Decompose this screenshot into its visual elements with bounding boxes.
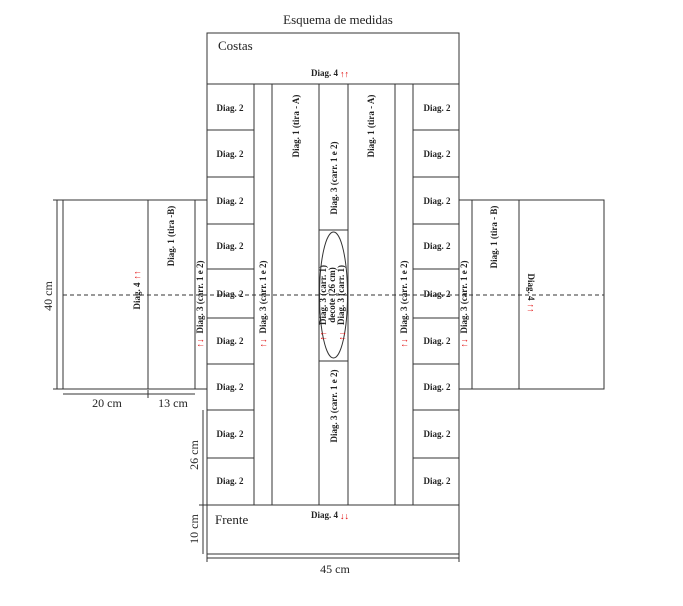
- diag2-right-8: Diag. 2: [424, 429, 452, 439]
- diag2-left-8: Diag. 2: [217, 429, 245, 439]
- diag2-left-3: Diag. 2: [217, 196, 245, 206]
- neckline-arrows-left: ↑↑: [318, 332, 328, 341]
- diagram-title: Esquema de medidas: [283, 12, 393, 27]
- diag3-carr1-left: Diag. 3 (carr. 1): [318, 265, 328, 325]
- diag3-strip-2-arrows: ↑↓: [258, 339, 268, 348]
- diag4-right-arrows: ↑↑: [526, 304, 536, 313]
- diag2-right-6: Diag. 2: [424, 336, 452, 346]
- dim-width-total: 45 cm: [320, 562, 350, 576]
- diag4-right-label: Diag. 4: [526, 274, 536, 302]
- diag2-right-3: Diag. 2: [424, 196, 452, 206]
- diag4-top-label: Diag. 4: [311, 68, 339, 78]
- diag2-left-4: Diag. 2: [217, 241, 245, 251]
- main-body-outline: [206, 32, 460, 555]
- diag2-right-9: Diag. 2: [424, 476, 452, 486]
- diag1-tira-b-right: Diag. 1 (tira - B): [489, 206, 499, 269]
- diag2-right-1: Diag. 2: [424, 103, 452, 113]
- neckline-ellipse: [319, 231, 348, 359]
- back-label: Costas: [218, 38, 253, 53]
- diag2-left-6: Diag. 2: [217, 336, 245, 346]
- diag4-bottom-arrows: ↓↓: [340, 511, 349, 521]
- diag3-center-bottom: Diag. 3 (carr. 1 e 2): [329, 370, 339, 443]
- diag2-right-5: Diag. 2: [424, 289, 452, 299]
- dim-width-strip: 13 cm: [158, 396, 188, 410]
- diag2-left-2: Diag. 2: [217, 149, 245, 159]
- diag2-right-7: Diag. 2: [424, 382, 452, 392]
- diag2-right-4: Diag. 2: [424, 241, 452, 251]
- diag2-right-2: Diag. 2: [424, 149, 452, 159]
- diag3-strip-3-arrows: ↑↓: [399, 339, 409, 348]
- diag4-bottom-label: Diag. 4: [311, 510, 339, 520]
- diag3-strip-3: Diag. 3 (carr. 1 e 2): [399, 261, 409, 334]
- diag3-strip-4-arrows: ↑↓: [459, 339, 469, 348]
- diag3-carr1-right: Diag. 3 (carr. 1): [336, 265, 346, 325]
- dim-height-bottom: 10 cm: [187, 514, 201, 544]
- diag3-center-top: Diag. 3 (carr. 1 e 2): [329, 142, 339, 215]
- diag3-strip-4: Diag. 3 (carr. 1 e 2): [459, 261, 469, 334]
- diag3-strip-1: Diag. 3 (carr. 1 e 2): [195, 261, 205, 334]
- dim-height-center: 26 cm: [187, 440, 201, 470]
- diag4-left-arrows: ↑↑: [132, 271, 142, 280]
- dim-height-side: 40 cm: [41, 281, 55, 311]
- neckline-arrows-right: ↑↓: [337, 332, 347, 341]
- dim-width-side: 20 cm: [92, 396, 122, 410]
- diag1-tira-b-left: Diag. 1 (tira -B): [166, 206, 176, 267]
- diag2-left-7: Diag. 2: [217, 382, 245, 392]
- diag1-tira-a-right: Diag. 1 (tira - A): [366, 95, 376, 158]
- front-label: Frente: [215, 512, 248, 527]
- diag2-left-1: Diag. 2: [217, 103, 245, 113]
- diag3-strip-1-arrows: ↑↓: [195, 339, 205, 348]
- diag1-tira-a-left: Diag. 1 (tira - A): [291, 95, 301, 158]
- diag2-left-5: Diag. 2: [217, 289, 245, 299]
- diag3-strip-2: Diag. 3 (carr. 1 e 2): [258, 261, 268, 334]
- diag4-left-label: Diag. 4: [132, 282, 142, 310]
- diag4-top-arrows: ↑↑: [340, 69, 349, 79]
- neckline-label: decote (26 cm): [327, 267, 337, 322]
- diag2-left-9: Diag. 2: [217, 476, 245, 486]
